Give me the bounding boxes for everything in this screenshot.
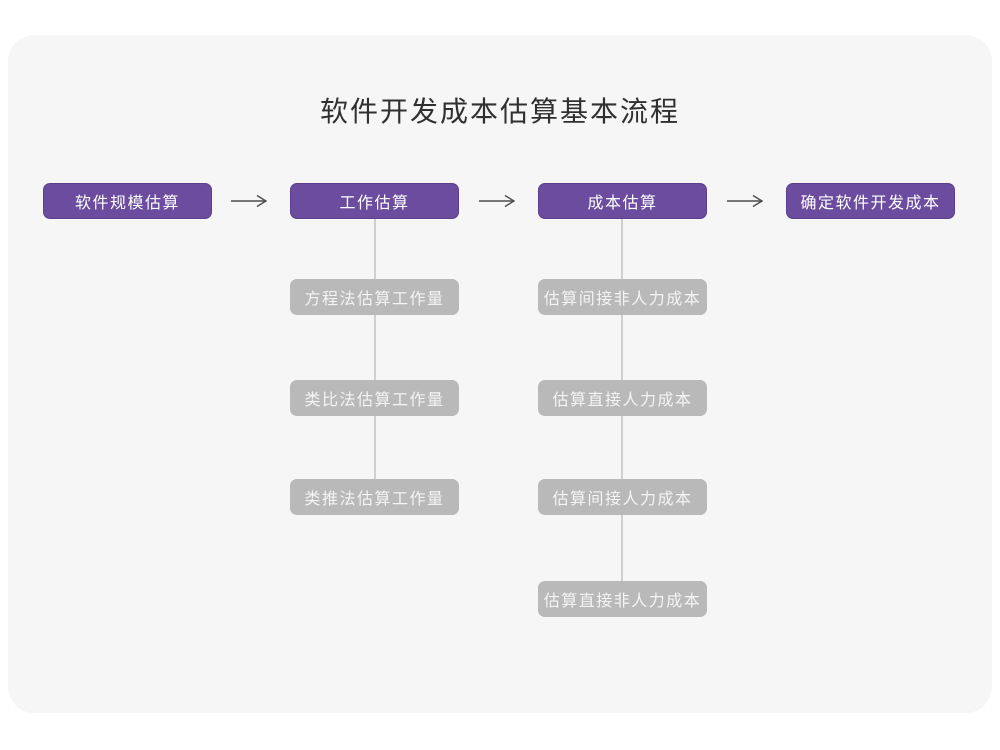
node-direct-labor-cost: 估算直接人力成本 [538,380,707,416]
node-work-estimation: 工作估算 [290,183,459,219]
diagram-panel [8,35,992,713]
node-equation-method-workload: 方程法估算工作量 [290,279,459,315]
node-indirect-labor-cost: 估算间接人力成本 [538,479,707,515]
diagram-title: 软件开发成本估算基本流程 [319,96,680,127]
node-indirect-non-labor-cost: 估算间接非人力成本 [538,279,707,315]
flow-arrow-icon [479,194,516,208]
node-cost-estimation: 成本估算 [538,183,707,219]
node-extrapolation-method-workload: 类推法估算工作量 [290,479,459,515]
flow-arrow-icon [727,194,764,208]
flow-arrow-icon [231,194,268,208]
node-direct-non-labor-cost: 估算直接非人力成本 [538,581,707,617]
node-software-size-estimation: 软件规模估算 [43,183,212,219]
node-analogy-method-workload: 类比法估算工作量 [290,380,459,416]
node-determine-software-dev-cost: 确定软件开发成本 [786,183,955,219]
connector-line-work-estimation [374,219,376,481]
